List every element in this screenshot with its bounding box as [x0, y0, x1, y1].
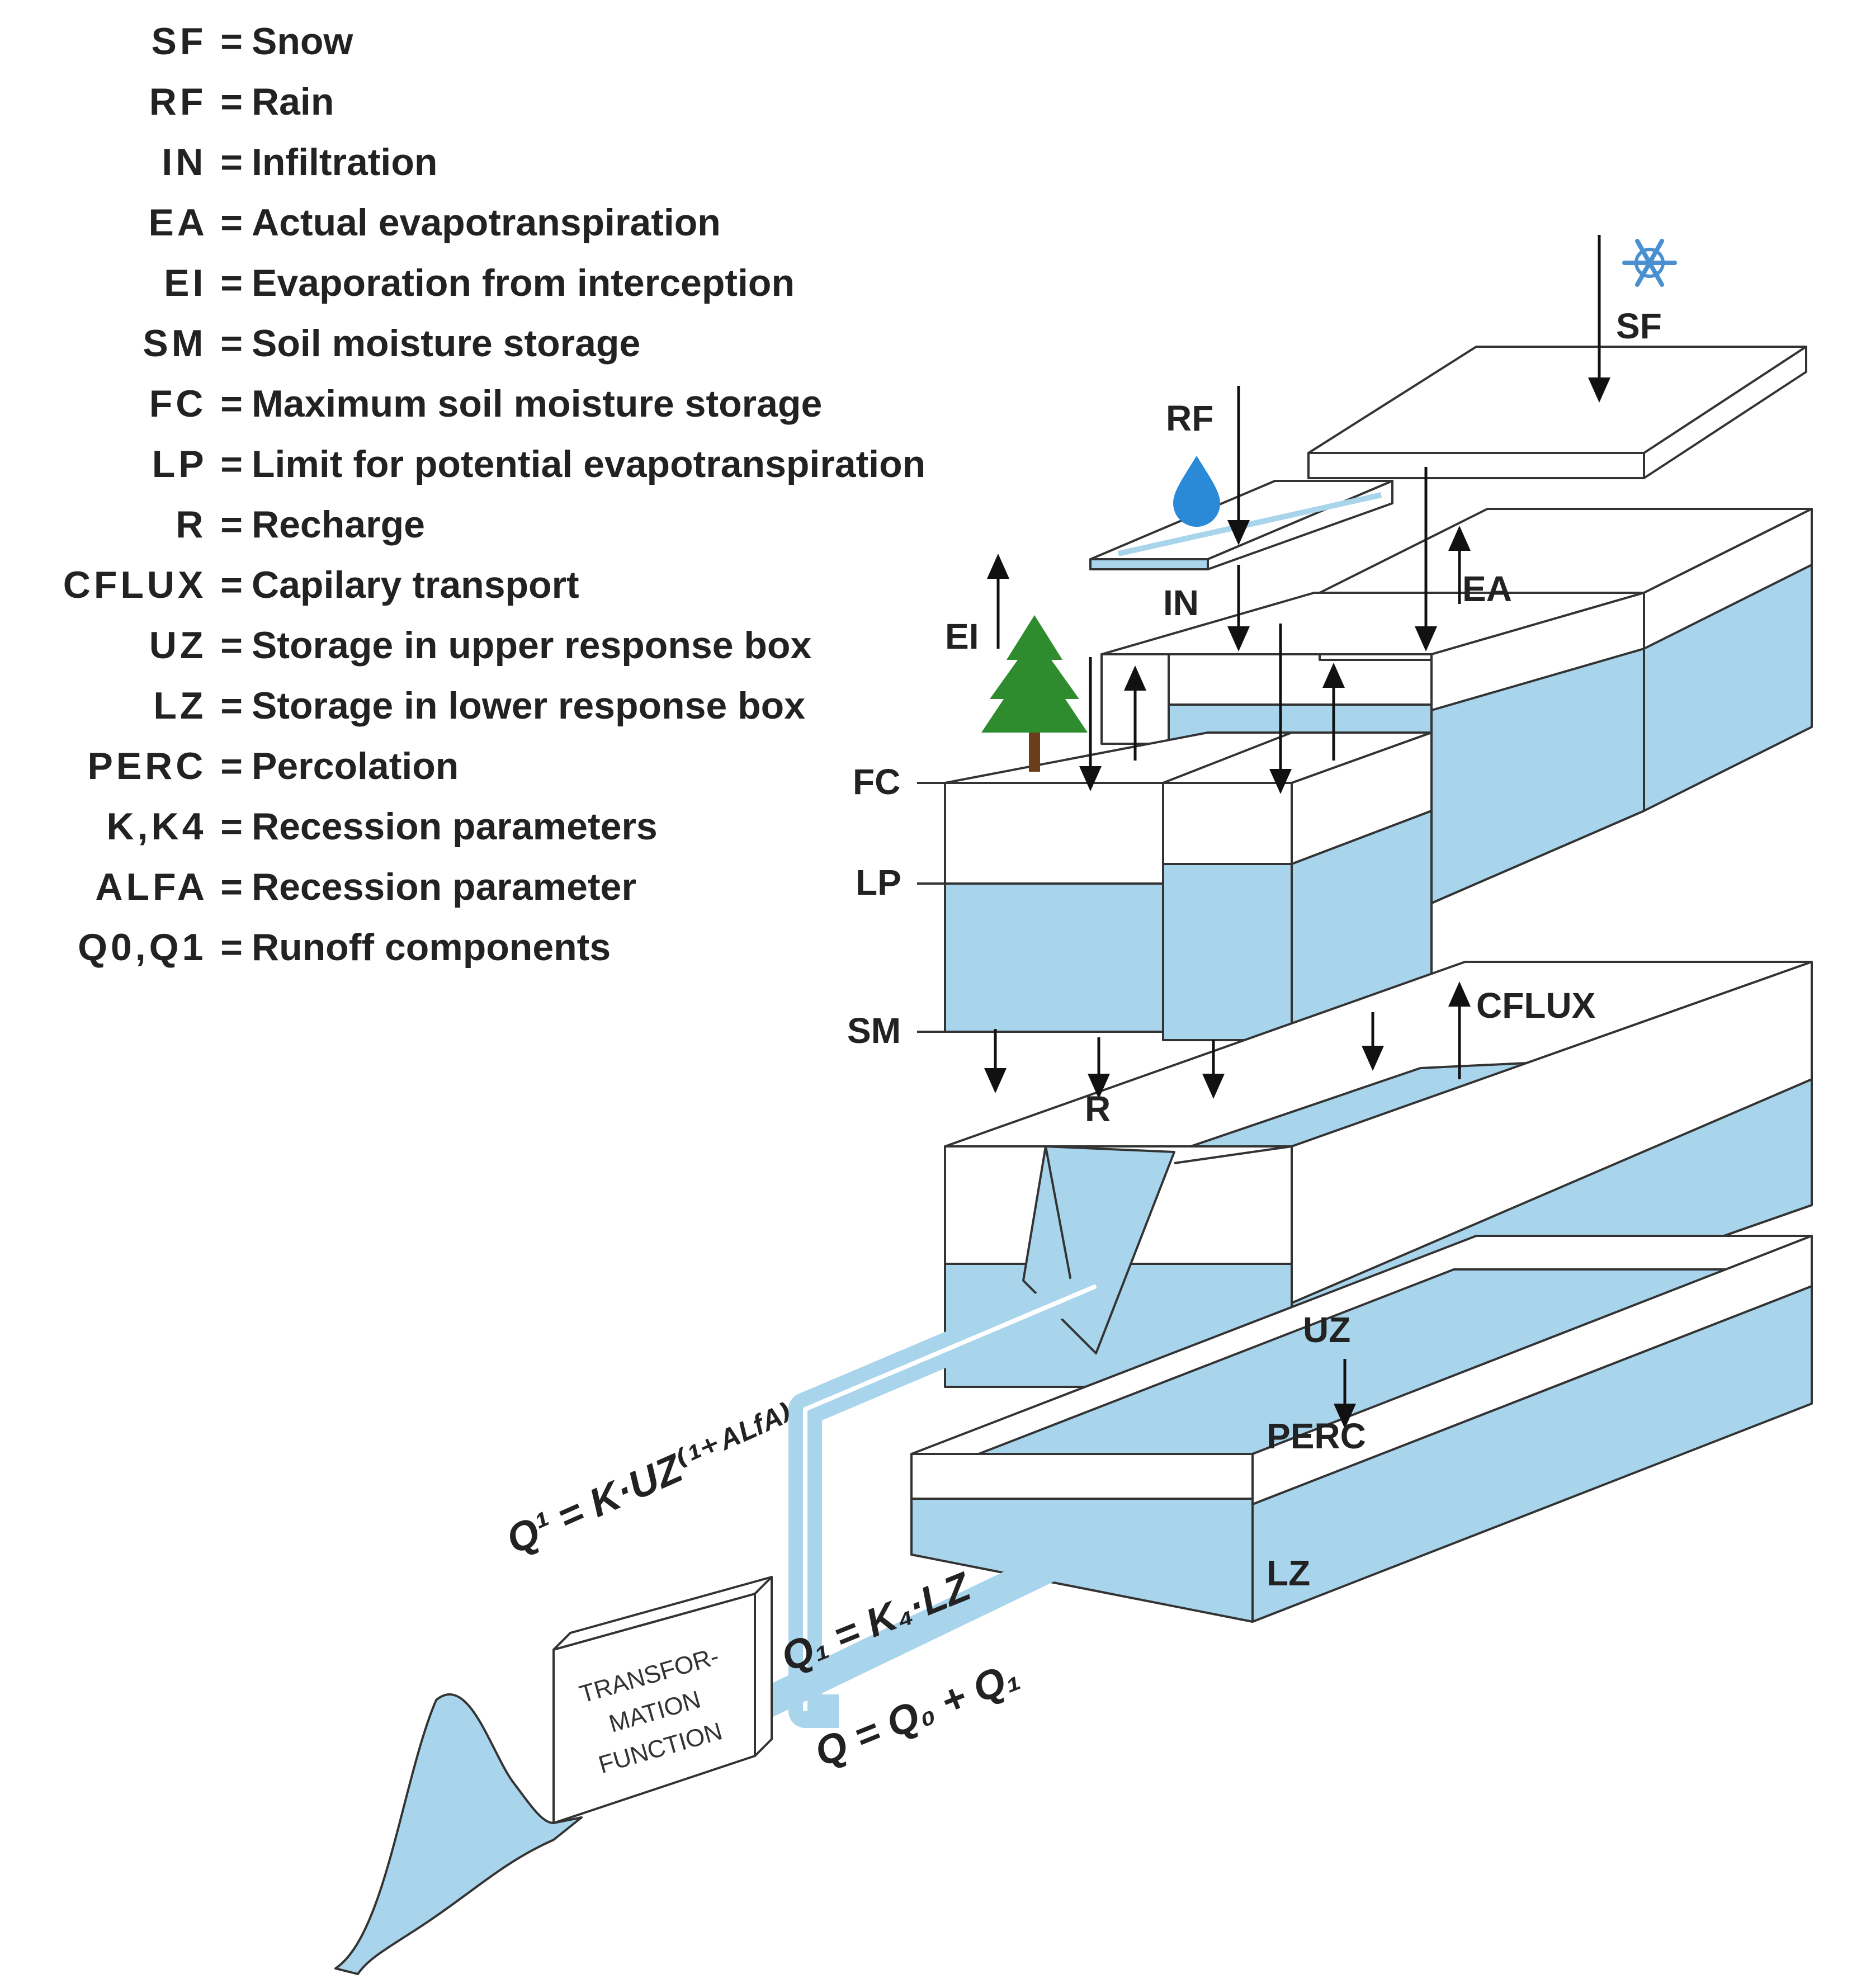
legend-desc: Recession parameters: [252, 805, 658, 848]
legend-abbr: UZ =: [149, 624, 246, 667]
legend-desc: Limit for potential evapotranspiration: [252, 443, 926, 485]
legend-desc: Snow: [252, 20, 353, 63]
label-r: R: [1085, 1089, 1111, 1129]
legend-abbr: LZ =: [153, 684, 246, 727]
legend-abbr: IN =: [162, 141, 246, 183]
label-lp: LP: [856, 862, 901, 903]
legend-desc: Capilary transport: [252, 564, 579, 606]
runoff-channels: [743, 1271, 1103, 1728]
legend-row: PERC = Percolation: [0, 744, 459, 800]
label-fc: FC: [853, 762, 900, 802]
legend-row: R = Recharge: [0, 503, 425, 559]
legend-row: SM = Soil moisture storage: [0, 322, 640, 377]
label-lz: LZ: [1267, 1553, 1310, 1593]
equation-q-upper: Q¹ = K·UZ⁽¹⁺ᴬᴸᶠᴬ⁾: [500, 1395, 802, 1562]
legend-row: CFLUX = Capilary transport: [0, 563, 579, 619]
raindrop-icon: [1173, 456, 1220, 527]
legend-abbr: SF =: [151, 20, 246, 63]
legend-abbr: SM =: [143, 322, 246, 365]
legend-abbr: ALFA =: [95, 866, 246, 908]
legend-desc: Recharge: [252, 503, 425, 546]
transformation-function-box: [552, 1576, 773, 1824]
legend-row: K,K4 = Recession parameters: [0, 805, 657, 861]
legend-row: EI = Evaporation from interception: [0, 261, 795, 317]
label-perc: PERC: [1267, 1416, 1366, 1456]
legend-row: IN = Infiltration: [0, 140, 437, 196]
legend-abbr: K,K4 =: [106, 805, 246, 848]
legend-row: RF = Rain: [0, 80, 334, 136]
legend-abbr: FC =: [149, 383, 246, 425]
snowflake-icon: [1622, 239, 1677, 287]
legend-row: ALFA = Recession parameter: [0, 865, 636, 921]
legend-desc: Soil moisture storage: [252, 322, 641, 365]
label-ea: EA: [1462, 569, 1512, 609]
legend-row: FC = Maximum soil moisture storage: [0, 382, 823, 438]
legend-abbr: RF =: [149, 81, 246, 123]
legend-abbr: Q0,Q1 =: [78, 926, 246, 969]
legend-row: EA = Actual evapotranspiration: [0, 201, 720, 257]
legend-row: LP = Limit for potential evapotranspirat…: [0, 442, 926, 498]
legend-abbr: R =: [176, 503, 246, 546]
legend-row: LZ = Storage in lower response box: [0, 684, 805, 740]
legend-desc: Storage in upper response box: [252, 624, 812, 667]
legend-abbr: LP =: [152, 443, 246, 485]
label-uz: UZ: [1303, 1310, 1350, 1350]
legend-desc: Rain: [252, 81, 334, 123]
legend-abbr: CFLUX =: [63, 564, 246, 606]
label-sf: SF: [1616, 306, 1662, 346]
legend-desc: Infiltration: [252, 141, 438, 183]
legend-desc: Evaporation from interception: [252, 262, 795, 304]
interception-box: [1089, 480, 1393, 570]
level-lines: [917, 782, 945, 1033]
legend-row: SF = Snow: [0, 20, 353, 75]
label-ei: EI: [945, 616, 979, 657]
label-cflux: CFLUX: [1476, 985, 1596, 1026]
legend-desc: Maximum soil moisture storage: [252, 383, 823, 425]
legend-abbr: PERC =: [87, 745, 246, 787]
label-in: IN: [1163, 583, 1199, 623]
legend-desc: Storage in lower response box: [252, 684, 806, 727]
lower-response-box: [910, 1235, 1813, 1623]
tree-icon: [981, 615, 1088, 772]
legend-row: UZ = Storage in upper response box: [0, 624, 812, 679]
legend-desc: Percolation: [252, 745, 459, 787]
snow-box: [1307, 346, 1807, 479]
legend-row: Q0,Q1 = Runoff components: [0, 925, 611, 981]
legend-desc: Actual evapotranspiration: [252, 201, 721, 244]
label-sm: SM: [847, 1010, 901, 1051]
legend-desc: Recession parameter: [252, 866, 636, 908]
legend-abbr: EI =: [164, 262, 246, 304]
label-rf: RF: [1166, 398, 1213, 438]
hydrograph: [334, 1693, 583, 1975]
legend-abbr: EA =: [148, 201, 246, 244]
soil-block-front: [944, 731, 1433, 1041]
flux-arrows: [984, 235, 1610, 1429]
legend-desc: Runoff components: [252, 926, 611, 969]
soil-block-middle: [1100, 592, 1645, 904]
